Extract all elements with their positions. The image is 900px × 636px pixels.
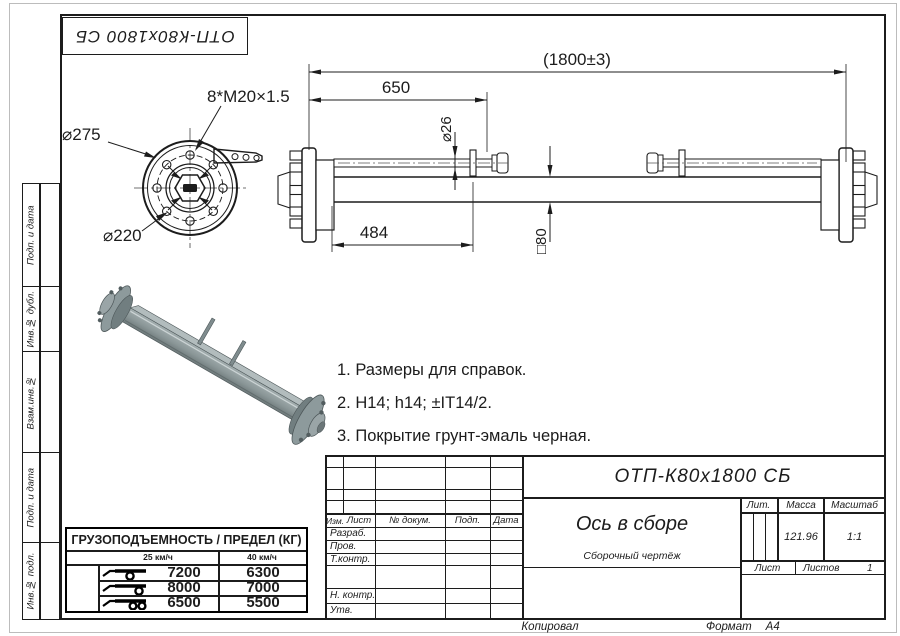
part-name: Ось в сборе <box>575 513 689 535</box>
trailer-tandem-axle-icon <box>102 596 148 610</box>
doc-type: Сборочный чертёж <box>583 550 681 562</box>
hub-front-view: 8*M20×1.5 ⌀275 ⌀220 <box>62 87 290 248</box>
sheets-label: Листов <box>803 562 840 574</box>
margin-box-sign-date-2: Подп. и дата <box>22 451 60 543</box>
margin-box-sign-date-1: Подп. и дата <box>22 183 60 287</box>
svg-text:(1800±3): (1800±3) <box>543 50 611 69</box>
copied-caption: Копировал <box>521 621 579 633</box>
iso-lever-pin <box>229 340 247 366</box>
note-line: 2. H14; h14; ±IT14/2. <box>337 394 492 412</box>
title-block: Изм. Лист № докум. Подп. Дата Разраб. Пр… <box>325 455 886 620</box>
sig-tkontr: Т.контр. <box>330 553 371 565</box>
dim-total-length: (1800±3) <box>309 50 846 75</box>
margin-divider <box>39 351 41 452</box>
sheet-label: Лист <box>754 562 781 574</box>
margin-divider <box>39 184 41 286</box>
left-brake-rod <box>333 149 509 177</box>
page-edge <box>9 3 897 633</box>
sig-prov: Пров. <box>330 541 357 552</box>
rev-col-docnum: № докум. <box>389 515 431 526</box>
format-value: А4 <box>765 621 780 633</box>
lit-header: Лит. <box>746 500 771 511</box>
rev-col-list: Лист <box>346 515 372 526</box>
trailer-center-axle-icon <box>102 566 148 580</box>
mass-header: Масса <box>786 500 816 511</box>
brake-lever-arm <box>213 148 263 164</box>
doc-number-box-rotated: ОТП-К80х1800 СБ <box>62 17 248 55</box>
dim-lever-position: 484 <box>332 223 473 248</box>
load-value: 6300 <box>246 563 280 581</box>
load-value: 7200 <box>167 563 201 581</box>
mass-value: 121.96 <box>784 531 818 543</box>
dim-hub-outer-dia: ⌀275 <box>62 125 101 144</box>
rev-col-data: Дата <box>493 515 519 526</box>
doc-number: ОТП-К80х1800 СБ <box>614 466 792 487</box>
speed-col-25: 25 км/ч <box>143 552 173 562</box>
scale-header: Масштаб <box>831 500 878 511</box>
dim-bolt-circle-dia: ⌀220 <box>103 226 142 245</box>
trailer-rear-axle-icon <box>102 581 148 595</box>
svg-text:⌀26: ⌀26 <box>438 116 455 142</box>
margin-divider <box>39 452 41 542</box>
axle-side-view <box>277 147 878 243</box>
note-line: 3. Покрытие грунт-эмаль черная. <box>337 427 592 445</box>
sig-razrab: Разраб. <box>330 528 367 539</box>
margin-strips: Подп. и дата Инв.№ дубл. Взам.инв.№ Подп… <box>22 183 60 620</box>
sig-nkontr: Н. контр. <box>330 590 376 601</box>
speed-col-40: 40 км/ч <box>247 552 277 562</box>
sheets-count: 1 <box>867 562 873 574</box>
axle-isometric-view <box>97 285 326 445</box>
svg-text:650: 650 <box>382 78 410 97</box>
dimensions: (1800±3) 650 ⌀26 484 <box>308 50 847 254</box>
format-label: Формат <box>706 621 752 633</box>
part-name-cell: Ось в сборе Сборочный чертёж <box>524 499 740 567</box>
iso-left-hub <box>97 285 133 332</box>
svg-text:□80: □80 <box>533 228 550 254</box>
rev-col-podp: Подп. <box>454 515 481 526</box>
iso-lever-pin <box>197 317 216 346</box>
svg-text:484: 484 <box>360 223 388 242</box>
dim-beam-square: □80 <box>533 146 553 254</box>
margin-box-inv-dupl: Инв.№ дубл. <box>22 285 60 352</box>
stud-holes <box>152 150 228 226</box>
note-line: 1. Размеры для справок. <box>337 361 527 379</box>
format-caption: Формат А4 <box>706 620 866 634</box>
margin-box-vzam-inv: Взам.инв.№ <box>22 350 60 453</box>
hub-cross-arrows <box>167 165 213 211</box>
dim-stud-spec: 8*M20×1.5 <box>207 87 290 106</box>
right-brake-rod <box>646 149 822 177</box>
load-table-title: ГРУЗОПОДЪЕМНОСТЬ / ПРЕДЕЛ (КГ) <box>71 532 302 547</box>
scale-value: 1:1 <box>846 531 863 543</box>
dim-rod-length: 650 <box>309 78 487 103</box>
margin-divider <box>39 286 41 351</box>
rev-col-izm: Изм. <box>325 515 345 526</box>
load-value: 8000 <box>167 578 201 596</box>
margin-divider <box>39 542 41 619</box>
margin-box-inv-podl: Инв.№ подл. <box>22 541 60 620</box>
load-value: 7000 <box>246 578 280 596</box>
notes-block: 1. Размеры для справок. 2. H14; h14; ±IT… <box>337 354 647 453</box>
dim-rod-diameter: ⌀26 <box>438 116 458 190</box>
left-hub-side <box>277 147 335 243</box>
sig-utv: Утв. <box>330 605 353 616</box>
load-value: 5500 <box>246 593 280 611</box>
iso-right-hub <box>288 394 326 445</box>
right-hub-side <box>820 147 878 243</box>
load-capacity-table: ГРУЗОПОДЪЕМНОСТЬ / ПРЕДЕЛ (КГ) 25 км/ч 4… <box>65 527 308 613</box>
load-value: 6500 <box>167 593 201 611</box>
